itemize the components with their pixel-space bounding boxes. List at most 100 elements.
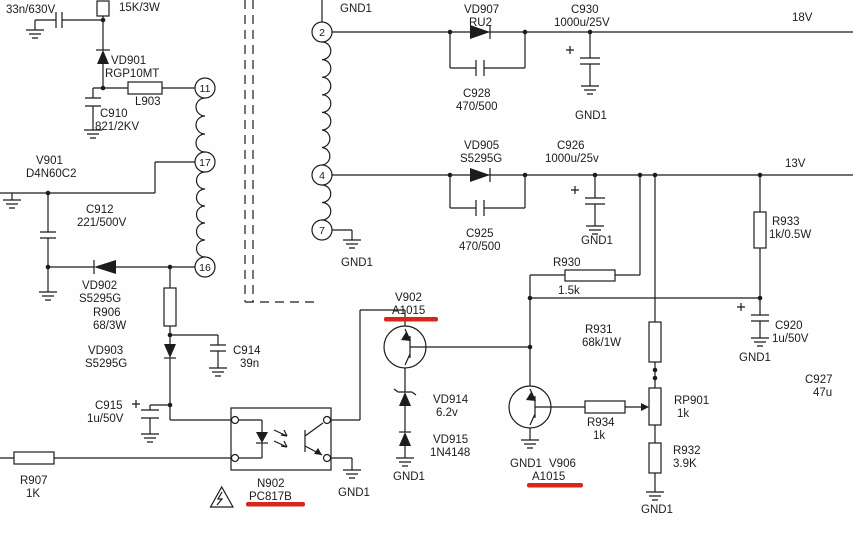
label-gnd1-v906: GND1 — [510, 458, 542, 470]
label-net-13v: 13V — [785, 158, 806, 170]
ground-symbol — [585, 225, 605, 235]
warning-triangle-icon — [209, 485, 235, 508]
label-vd907-ref: VD907 — [464, 4, 499, 16]
capacitor-c925-symbol — [475, 200, 485, 216]
label-gnd1-opto: GND1 — [338, 487, 370, 499]
optocoupler-n902-symbol — [230, 407, 332, 471]
transistor-v906-symbol — [508, 385, 552, 429]
label-r932-ref: R932 — [673, 445, 701, 457]
label-c927-ref: C927 — [805, 374, 833, 386]
label-r931-value: 68k/1W — [582, 337, 621, 349]
label-c925-ref: C925 — [466, 228, 494, 240]
ground-symbols — [2, 29, 770, 501]
label-vd914-ref: VD914 — [433, 394, 469, 406]
opto-light-arrows — [273, 429, 288, 448]
diode-vd903-symbol — [164, 344, 176, 359]
label-v901-value: D4N60C2 — [26, 168, 77, 180]
label-vd905-ref: VD905 — [464, 140, 499, 152]
label-c914-ref: C914 — [233, 345, 261, 357]
label-vd915-value: 1N4148 — [430, 447, 470, 459]
rp901-wiper-arrow — [641, 403, 649, 411]
label-vd901-value: RGP10MT — [105, 68, 159, 80]
ground-symbol — [395, 457, 415, 467]
label-gnd1-top: GND1 — [340, 3, 372, 15]
label-n902-value: PC817B — [249, 491, 292, 503]
red-underline-v902-a1015 — [384, 317, 438, 322]
label-c912-ref: C912 — [86, 204, 114, 216]
label-c920-ref: C920 — [775, 320, 803, 332]
ground-symbol — [750, 337, 770, 347]
inductor-l903-symbol — [127, 81, 163, 95]
red-underline-pc817b — [246, 502, 305, 507]
opto-led-symbol — [256, 432, 268, 443]
label-v906-ref: V906 — [549, 458, 576, 470]
v906-emitter-arrow — [526, 392, 536, 401]
label-gnd1-zener: GND1 — [393, 471, 425, 483]
label-c928-value: 470/500 — [456, 101, 498, 113]
opto-pin — [322, 415, 332, 425]
v902-emitter-arrow — [401, 332, 411, 341]
resistor-r933-symbol — [753, 211, 767, 249]
label-vd914-value: 6.2v — [436, 407, 458, 419]
terminal-4 — [311, 164, 333, 186]
label-vd907-value: RU2 — [469, 17, 492, 29]
label-v906-value: A1015 — [532, 471, 565, 483]
ground-symbol — [25, 29, 45, 39]
label-r933-value: 1k/0.5W — [769, 229, 811, 241]
transformer-symbol: 11 17 16 2 4 7 — [194, 0, 333, 303]
ground-symbol — [38, 291, 58, 301]
label-r930-ref: R930 — [553, 257, 581, 269]
label-r931-ref: R931 — [585, 324, 613, 336]
label-r934-ref: R934 — [587, 417, 615, 429]
capacitor-input-symbol — [55, 12, 63, 28]
label-rp901-value: 1k — [677, 408, 689, 420]
capacitor-c926-symbol — [571, 186, 605, 205]
label-v902-ref: V902 — [395, 292, 422, 304]
label-v901-ref: V901 — [36, 155, 63, 167]
capacitor-c910-symbol — [85, 97, 101, 107]
potentiometer-rp901-symbol — [648, 387, 662, 426]
label-rp901-ref: RP901 — [674, 395, 709, 407]
terminal-17 — [194, 151, 216, 173]
terminal-11-label: 11 — [200, 83, 211, 95]
label-c-input-value: 33n/630V — [6, 4, 56, 16]
opto-pin — [230, 415, 240, 425]
label-c925-value: 470/500 — [459, 241, 501, 253]
zener-vd914-symbol — [393, 388, 417, 406]
label-vd901-ref: VD901 — [111, 55, 146, 67]
resistor-symbols — [13, 0, 767, 474]
ground-symbol — [342, 239, 362, 249]
ground-symbol — [645, 491, 665, 501]
terminal-11 — [194, 77, 216, 99]
resistor-r931-symbol — [648, 321, 662, 363]
label-gnd1-c926: GND1 — [581, 235, 613, 247]
resistor-r907-symbol — [13, 451, 55, 465]
label-c910-value: 821/2KV — [95, 121, 139, 133]
label-vd903-ref: VD903 — [88, 345, 123, 357]
label-c930-ref: C930 — [571, 4, 599, 16]
label-c915-value: 1u/50V — [87, 413, 124, 425]
label-gnd1-divider: GND1 — [641, 504, 673, 516]
terminal-7-label: 7 — [319, 225, 325, 237]
terminal-7 — [311, 219, 333, 241]
label-c928-ref: C928 — [463, 88, 491, 100]
label-c912-value: 221/500V — [77, 217, 127, 229]
ground-symbol — [140, 433, 160, 443]
resistor-r906-symbol — [163, 287, 177, 327]
resistor-r934-symbol — [584, 400, 626, 414]
wire-net — [0, 0, 853, 492]
label-gnd1-c930: GND1 — [575, 110, 607, 122]
label-l903-ref: L903 — [135, 96, 161, 108]
capacitor-c912-symbol — [40, 231, 56, 239]
ground-symbol — [208, 367, 228, 377]
red-underline-v906-a1015 — [527, 483, 583, 488]
label-vd915-ref: VD915 — [433, 434, 468, 446]
label-gnd1-c920: GND1 — [739, 352, 771, 364]
label-r934-value: 1k — [593, 430, 605, 442]
ground-symbol — [520, 439, 540, 449]
label-vd902-ref: VD902 — [82, 280, 117, 292]
transistor-v902-symbol — [383, 325, 427, 369]
label-c915-ref: C915 — [95, 400, 123, 412]
label-c914-value: 39n — [240, 358, 259, 370]
